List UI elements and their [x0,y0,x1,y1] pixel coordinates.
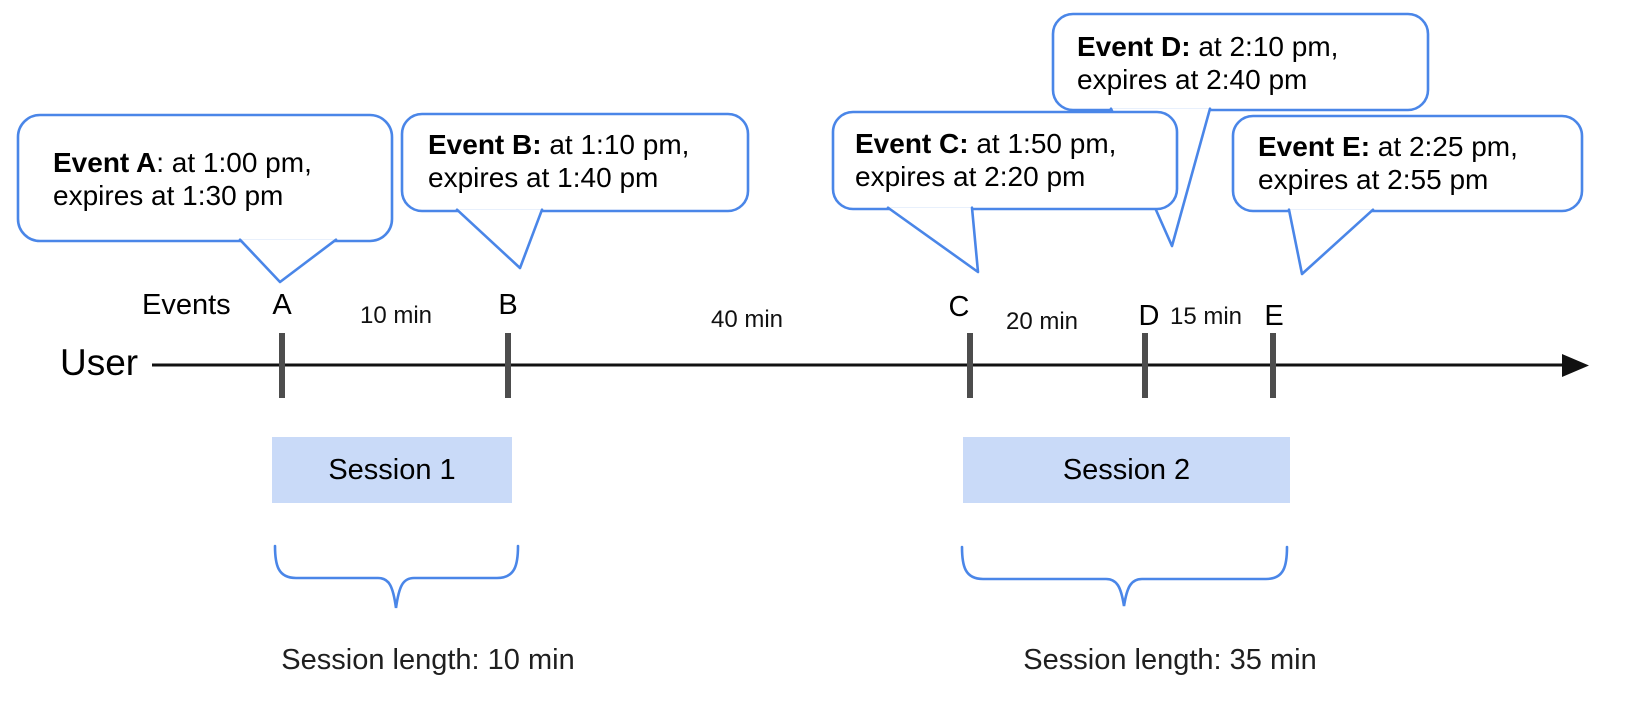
tick-mark-e [1270,333,1276,398]
timeline-arrowhead-icon [1562,354,1589,377]
session-2-label: Session 2 [1062,453,1191,486]
event-b-time: at 1:10 pm, [541,129,690,160]
speech-bubble-event-b [400,112,750,213]
session-1-label: Session 1 [328,453,456,486]
gap-d-e-duration: 15 min [1169,303,1243,330]
event-a-time: : at 1:00 pm, [156,147,312,178]
tick-mark-d [1142,333,1148,398]
event-c-name: Event C: [855,128,969,159]
bubble-event-d-text: Event D: at 2:10 pm, expires at 2:40 pm [1077,30,1338,96]
event-b-expiry: expires at 1:40 pm [428,162,659,193]
speech-bubble-event-a [16,113,394,243]
event-e-name: Event E: [1258,131,1371,162]
session-2-brace [960,545,1289,607]
speech-bubble-event-b-tail [455,208,544,270]
bubble-event-a-text: Event A: at 1:00 pm, expires at 1:30 pm [53,146,312,212]
event-b-name: Event B: [428,129,542,160]
tick-label-e: E [1264,300,1284,332]
tick-label-b: B [498,289,518,321]
gap-a-b-duration: 10 min [359,302,433,329]
session-2-length-caption: Session length: 35 min [1023,644,1317,676]
session-1-box: Session 1 [272,437,512,503]
session-1-brace [273,544,520,609]
event-d-time: at 2:10 pm, [1190,31,1339,62]
bubble-event-c-text: Event C: at 1:50 pm, expires at 2:20 pm [855,127,1116,193]
session-2-box: Session 2 [963,437,1290,503]
tick-label-c: C [948,291,970,323]
tick-mark-a [279,333,285,398]
event-a-expiry: expires at 1:30 pm [53,180,284,211]
speech-bubble-event-c-tail [886,206,980,274]
event-e-time: at 2:25 pm, [1370,131,1518,162]
session-1-length-caption: Session length: 10 min [281,644,575,676]
speech-bubble-event-a-tail [238,238,338,284]
gap-b-c-duration: 40 min [710,306,784,333]
event-c-time: at 1:50 pm, [968,128,1117,159]
event-a-name: Event A [53,147,157,178]
tick-mark-b [505,333,511,398]
tick-label-d: D [1138,300,1160,332]
event-e-expiry: expires at 2:55 pm [1258,164,1489,195]
event-d-name: Event D: [1077,31,1191,62]
events-axis-label: Events [142,289,231,321]
bubble-event-e-text: Event E: at 2:25 pm, expires at 2:55 pm [1258,130,1518,196]
user-lane-label: User [60,342,139,383]
bubble-event-b-text: Event B: at 1:10 pm, expires at 1:40 pm [428,128,689,194]
tick-label-a: A [272,289,292,321]
speech-bubble-event-c [831,110,1179,211]
event-d-expiry: expires at 2:40 pm [1077,64,1308,95]
gap-c-d-duration: 20 min [1005,308,1079,335]
event-c-expiry: expires at 2:20 pm [855,161,1086,192]
speech-bubble-event-d [1051,12,1430,112]
tick-mark-c [967,333,973,398]
speech-bubble-event-e-tail [1287,208,1375,276]
speech-bubble-event-e [1231,114,1584,213]
